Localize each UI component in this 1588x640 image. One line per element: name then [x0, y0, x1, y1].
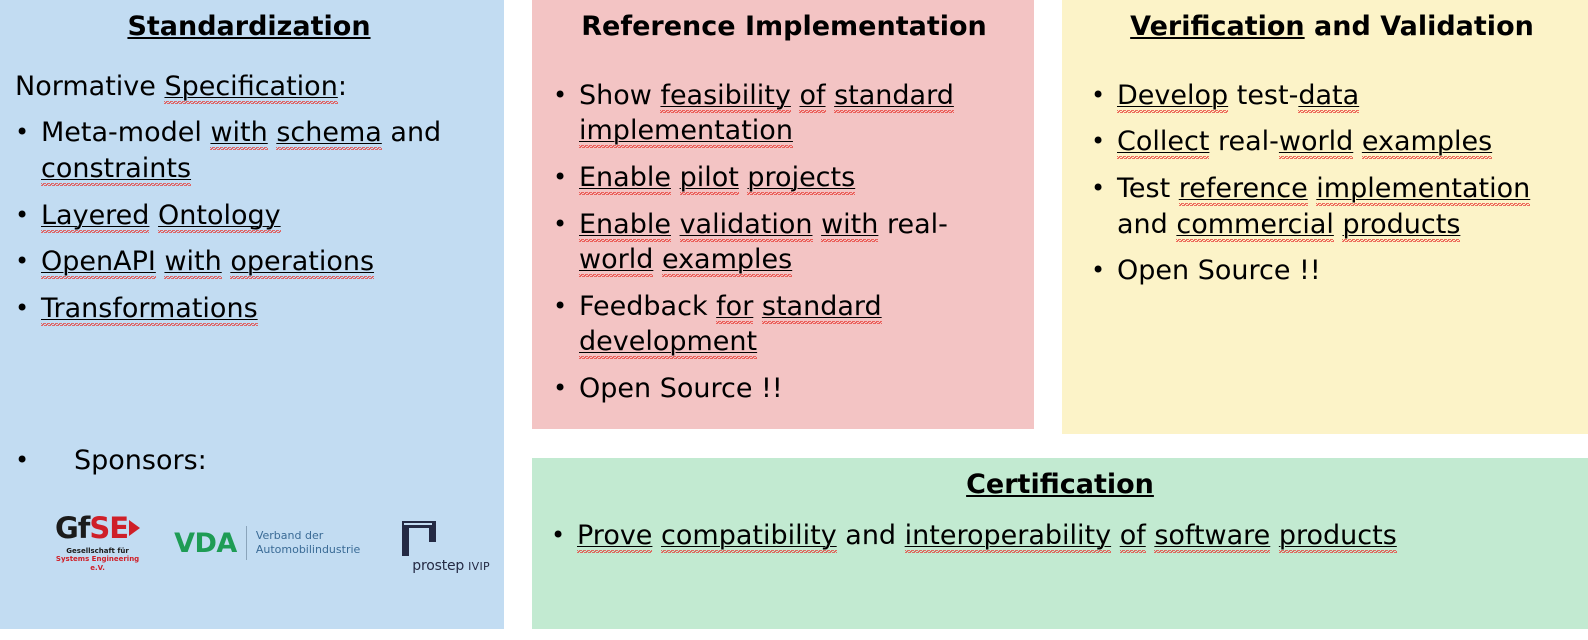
panel-standardization: Standardization Normative Specification:… [0, 0, 504, 629]
vda-logo: VDA Verband der Automobilindustrie [174, 526, 360, 561]
panel-reference-title-plain: Reference Implementation [581, 11, 987, 42]
list-item: Open Source !! [1088, 253, 1576, 289]
panel-standardization-title: Standardization [12, 12, 486, 42]
panel-verification-validation-title: Verification and Validation [1088, 12, 1576, 42]
list-item: Prove compatibility and interoperability… [548, 518, 1572, 554]
list-item: Feedback for standard development [550, 289, 1018, 361]
prostep-suffix: IVIP [468, 560, 490, 574]
arrow-right-icon [129, 520, 141, 537]
list-item: Open Source !! [550, 371, 1018, 407]
panel-verification-title-underlined: Verification [1130, 11, 1305, 42]
panel-certification-title-underlined: Certification [966, 469, 1154, 500]
vda-subtitle-line1: Verband der [255, 529, 324, 543]
panel-verification-validation: Verification and Validation Develop test… [1062, 0, 1588, 434]
list-item: Develop test-data [1088, 78, 1576, 114]
prostep-wordmark: prostep IVIP [412, 558, 490, 574]
panel-certification: Certification Prove compatibility and in… [532, 458, 1588, 629]
list-item: Transformations [12, 291, 486, 327]
panel-verification-title-plain: and Validation [1304, 11, 1534, 42]
list-item: Meta-model with schema and constraints [12, 115, 486, 188]
list-item: Enable pilot projects [550, 160, 1018, 196]
verification-bullet-list: Develop test-data Collect real-world exa… [1088, 78, 1576, 289]
sponsors-bullet-list: Sponsors: [12, 443, 486, 479]
list-item: Show feasibility of standard implementat… [550, 78, 1018, 150]
list-item: Enable validation with real-world exampl… [550, 207, 1018, 279]
list-item: Test reference implementation and commer… [1088, 171, 1576, 243]
vda-subtitle: Verband der Automobilindustrie [256, 529, 360, 557]
panel-certification-title: Certification [548, 470, 1572, 500]
list-item: Collect real-world examples [1088, 124, 1576, 161]
vda-divider [245, 526, 247, 561]
gfse-mark-accent: SE [89, 510, 129, 545]
prostep-flag-icon [396, 512, 444, 562]
vda-subtitle-line2: Automobilindustrie [255, 543, 361, 557]
standardization-bullet-list: Meta-model with schema and constraints L… [12, 115, 486, 327]
panel-reference-implementation: Reference Implementation Show feasibilit… [532, 0, 1034, 429]
sponsors-label-item: Sponsors: [12, 443, 486, 479]
gfse-subtitle-line2: Systems Engineering e.V. [55, 555, 140, 573]
list-item-text: Open Source !! [579, 373, 783, 405]
certification-bullet-list: Prove compatibility and interoperability… [548, 518, 1572, 554]
gfse-subtitle-line1: Gesellschaft für [66, 546, 129, 555]
list-item: OpenAPI with operations [12, 244, 486, 281]
list-item-text: Open Source !! [1117, 255, 1321, 287]
gfse-mark-dark: Gf [55, 510, 90, 545]
vda-wordmark: VDA [174, 527, 237, 559]
panel-reference-implementation-title: Reference Implementation [550, 12, 1018, 42]
reference-bullet-list: Show feasibility of standard implementat… [550, 78, 1018, 407]
panel-standardization-title-underlined: Standardization [127, 11, 371, 42]
prostep-name: prostep [412, 558, 465, 575]
prostep-ivip-logo: prostep IVIP [394, 512, 490, 574]
list-item: Layered Ontology [12, 198, 486, 234]
normative-specification-label: Normative Specification: [15, 70, 486, 105]
sponsors-label: Sponsors: [74, 444, 207, 476]
